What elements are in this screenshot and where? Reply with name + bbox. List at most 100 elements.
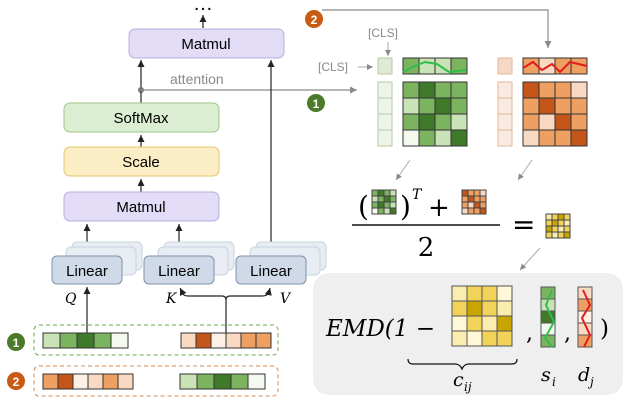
cost-cell — [496, 315, 513, 332]
mini-orange-cell — [473, 195, 481, 203]
cost-cell — [481, 315, 498, 332]
orange-attn-cell — [570, 81, 588, 99]
matmul-bottom-block — [63, 191, 220, 222]
softmax-label: SoftMax — [113, 110, 169, 127]
orange-attn-cell — [538, 81, 556, 99]
green-attn-cell — [434, 81, 452, 99]
token-cell — [110, 332, 129, 349]
green-attn-cell — [434, 113, 452, 131]
cls-left-label: [CLS] — [318, 60, 348, 74]
cost-cell — [451, 300, 468, 317]
cij-label: c — [453, 369, 464, 391]
green-attn-cell — [418, 97, 436, 115]
mini-green-cell — [371, 201, 379, 209]
orange-attn-cell — [538, 113, 556, 131]
mini-green-cell — [389, 201, 397, 209]
mini-green-cell — [389, 207, 397, 215]
linear-v-block — [235, 255, 307, 285]
token-cell — [225, 332, 242, 349]
formula-close-paren: ) — [400, 190, 411, 223]
cls-cell — [497, 57, 513, 75]
token-cell — [180, 332, 197, 349]
mini-yellow-cell — [563, 225, 571, 233]
mini-yellow-cell — [545, 213, 553, 221]
green-attn-cell — [402, 129, 420, 147]
orange-cls-col-cell — [497, 129, 513, 147]
orange-attn-cell — [570, 113, 588, 131]
mini-orange-cell — [467, 195, 475, 203]
linear-v-label: Linear — [250, 263, 292, 280]
cost-cell — [451, 330, 468, 347]
token-cell — [59, 332, 78, 349]
formula-denominator: 2 — [418, 233, 435, 263]
token-cell — [102, 373, 119, 390]
mini-orange-cell — [473, 189, 481, 197]
mini-green-cell — [371, 195, 379, 203]
cls-top-label: [CLS] — [368, 26, 398, 40]
cost-cell — [451, 285, 468, 302]
green-attn-cell — [450, 81, 468, 99]
cost-cell — [466, 330, 483, 347]
green-attn-cell — [418, 129, 436, 147]
linear-k-label: Linear — [158, 263, 200, 280]
mini-orange-cell — [479, 189, 487, 197]
cost-cell — [496, 330, 513, 347]
mini-yellow-cell — [557, 213, 565, 221]
input-row-1 — [33, 324, 279, 356]
linear-k-block — [143, 255, 215, 285]
token-cell — [195, 332, 212, 349]
orange-attn-cell — [522, 81, 540, 99]
cij-subscript: ij — [464, 380, 472, 394]
mini-yellow-cell — [563, 213, 571, 221]
orange-attn-cell — [570, 97, 588, 115]
mini-green-cell — [389, 195, 397, 203]
orange-cls-col-cell — [497, 113, 513, 131]
token-cell — [196, 373, 215, 390]
mini-yellow-cell — [551, 219, 559, 227]
emd-comma-1: , — [526, 321, 533, 346]
token-cell — [117, 373, 134, 390]
mini-orange-cell — [467, 201, 475, 209]
mini-yellow-cell — [551, 225, 559, 233]
mini-green-cell — [377, 201, 385, 209]
mini-yellow-cell — [563, 231, 571, 239]
mini-orange-cell — [473, 207, 481, 215]
linear-q-block — [51, 255, 123, 285]
orange-cls-col-cell — [497, 81, 513, 99]
mini-orange-cell — [461, 195, 469, 203]
matmul-bottom-label: Matmul — [116, 199, 165, 216]
matmul-top-block — [128, 28, 285, 59]
cost-cell — [451, 315, 468, 332]
badge-2-left — [7, 372, 25, 390]
orange-cls-col-cell — [497, 97, 513, 115]
mini-green-cell — [383, 201, 391, 209]
dj-label: d — [578, 364, 590, 386]
green-cls-curve — [402, 60, 467, 74]
green-cls-col-cell — [377, 97, 393, 115]
mini-orange-cell — [479, 207, 487, 215]
formula-plus: + — [428, 193, 450, 223]
v-input-label: V — [280, 291, 292, 307]
cij-brace — [407, 358, 518, 371]
mini-green-cell — [377, 207, 385, 215]
mini-green-cell — [389, 189, 397, 197]
mini-green-cell — [377, 195, 385, 203]
attention-label: attention — [170, 71, 224, 87]
green-attn-cell — [402, 113, 420, 131]
orange-attn-cell — [554, 113, 572, 131]
mini-orange-cell — [473, 201, 481, 209]
green-attn-cell — [434, 129, 452, 147]
mini-orange-cell — [467, 207, 475, 215]
badge-2-top — [305, 10, 323, 28]
green-attn-cell — [434, 97, 452, 115]
orange-cls-row-cell — [554, 57, 572, 75]
mini-yellow-cell — [551, 213, 559, 221]
matmul-top-label: Matmul — [181, 36, 230, 53]
mini-orange-cell — [479, 201, 487, 209]
token-cell — [247, 373, 266, 390]
mini-yellow-cell — [545, 231, 553, 239]
orange-cls-curve — [522, 60, 588, 74]
emd-close-paren: ) — [600, 316, 609, 342]
mini-yellow-cell — [545, 219, 553, 227]
si-label: s — [541, 364, 551, 386]
